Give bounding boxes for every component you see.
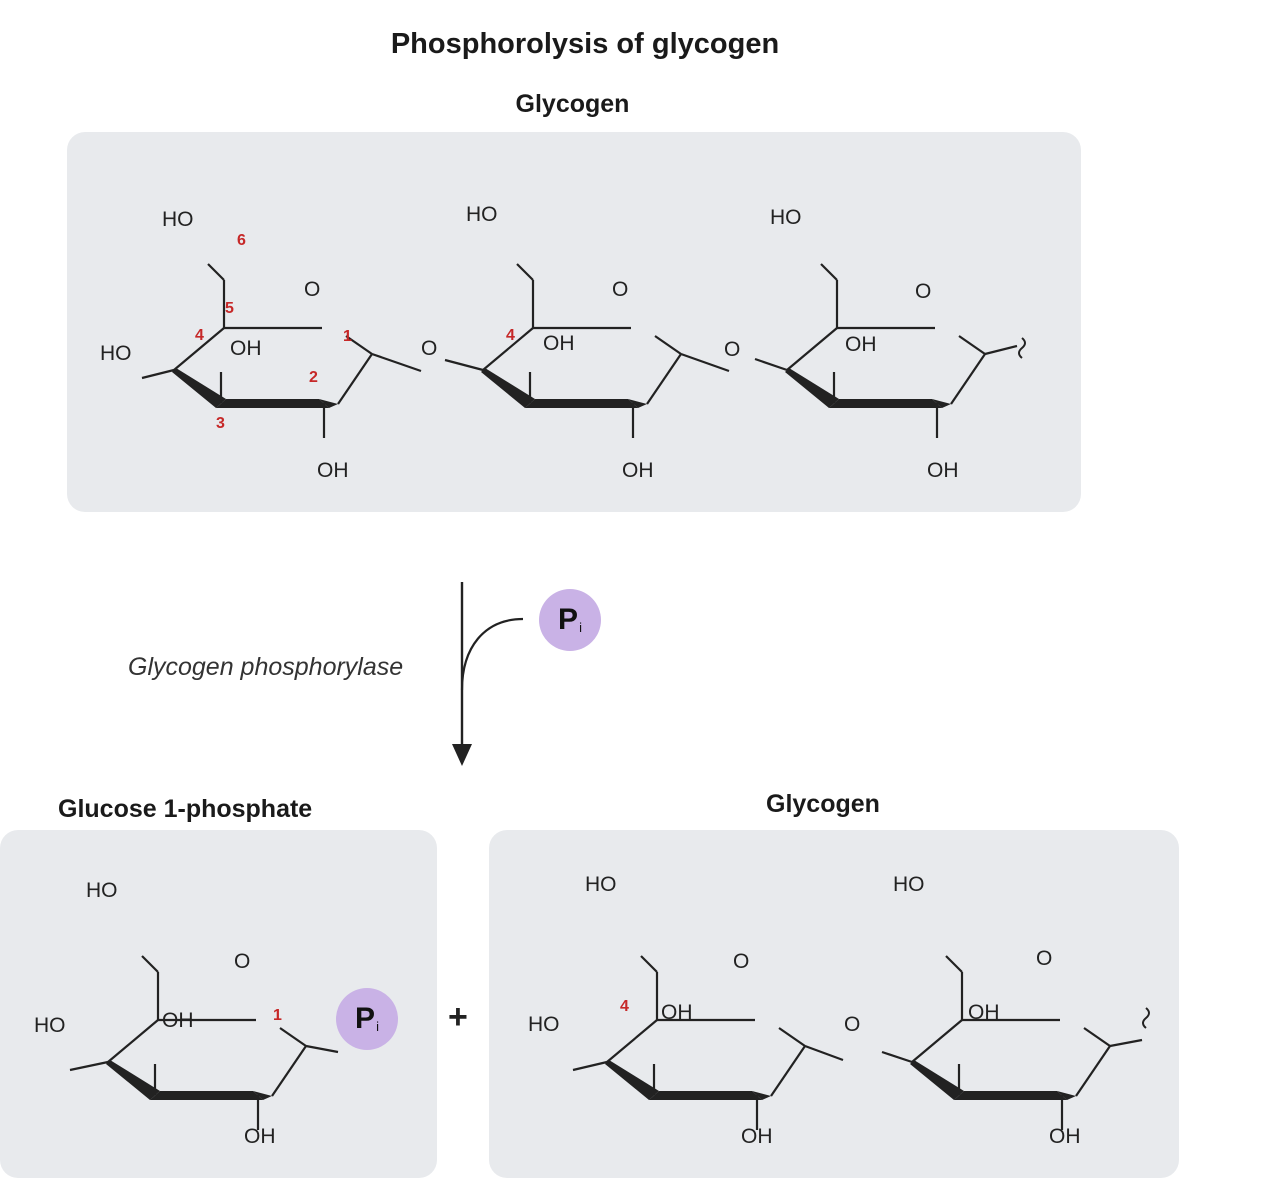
glucose-unit-2 — [444, 262, 730, 440]
phosphate-input-arc — [460, 617, 524, 691]
reaction-arrow-head — [452, 744, 472, 766]
carbon-number: 3 — [216, 415, 225, 432]
atom-label: O — [844, 1013, 860, 1036]
phosphate-subscript: i — [376, 1018, 379, 1034]
glycogen-product-panel — [489, 830, 1179, 1178]
atom-label: HO — [770, 206, 802, 229]
carbon-number: 4 — [195, 327, 204, 344]
atom-label: OH — [661, 1001, 693, 1024]
glucose-unit-3 — [754, 262, 1018, 440]
glycogen-top-panel — [67, 132, 1081, 512]
atom-label: OH — [162, 1009, 194, 1032]
glucose-unit-product-2 — [881, 954, 1143, 1132]
plus-sign: + — [448, 998, 468, 1036]
glucose-1-phosphate-structure — [69, 954, 339, 1132]
carbon-number: 4 — [620, 998, 629, 1015]
atom-label: OH — [622, 459, 654, 482]
atom-label: OH — [968, 1001, 1000, 1024]
chain-continuation-mark-top — [1018, 337, 1026, 359]
carbon-number: 4 — [506, 327, 515, 344]
glycogen-product-label: Glycogen — [766, 790, 880, 818]
atom-label: HO — [100, 342, 132, 365]
glucose-unit-product-1 — [572, 954, 844, 1132]
atom-label: O — [421, 337, 437, 360]
carbon-number: 5 — [225, 300, 234, 317]
carbon-number: 1 — [273, 1007, 282, 1024]
atom-label: O — [234, 950, 250, 973]
atom-label: OH — [845, 333, 877, 356]
atom-label: OH — [1049, 1125, 1081, 1148]
atom-label: HO — [528, 1013, 560, 1036]
atom-label: HO — [86, 879, 118, 902]
phosphate-subscript: i — [579, 619, 582, 635]
glucose-1-phosphate-label: Glucose 1-phosphate — [58, 795, 313, 823]
atom-label: HO — [893, 873, 925, 896]
atom-label: O — [304, 278, 320, 301]
diagram-title: Phosphorolysis of glycogen — [390, 28, 780, 60]
atom-label: O — [612, 278, 628, 301]
atom-label: O — [724, 338, 740, 361]
atom-label: OH — [741, 1125, 773, 1148]
glucose-unit-1 — [141, 262, 422, 440]
atom-label: O — [915, 280, 931, 303]
carbon-number: 2 — [309, 369, 318, 386]
atom-label: O — [1036, 947, 1052, 970]
carbon-number: 6 — [237, 232, 246, 249]
enzyme-label: Glycogen phosphorylase — [128, 653, 404, 681]
glycogen-top-label: Glycogen — [515, 90, 630, 118]
atom-label: OH — [317, 459, 349, 482]
atom-label: HO — [34, 1014, 66, 1037]
atom-label: O — [733, 950, 749, 973]
phosphate-symbol: P — [355, 1002, 376, 1035]
atom-label: OH — [543, 332, 575, 355]
atom-label: OH — [244, 1125, 276, 1148]
atom-label: HO — [466, 203, 498, 226]
carbon-number: 1 — [343, 328, 352, 345]
atom-label: OH — [927, 459, 959, 482]
atom-label: HO — [585, 873, 617, 896]
atom-label: HO — [162, 208, 194, 231]
atom-label: OH — [230, 337, 262, 360]
phosphate-symbol: P — [558, 603, 579, 636]
chain-continuation-mark-bottom — [1142, 1007, 1150, 1029]
